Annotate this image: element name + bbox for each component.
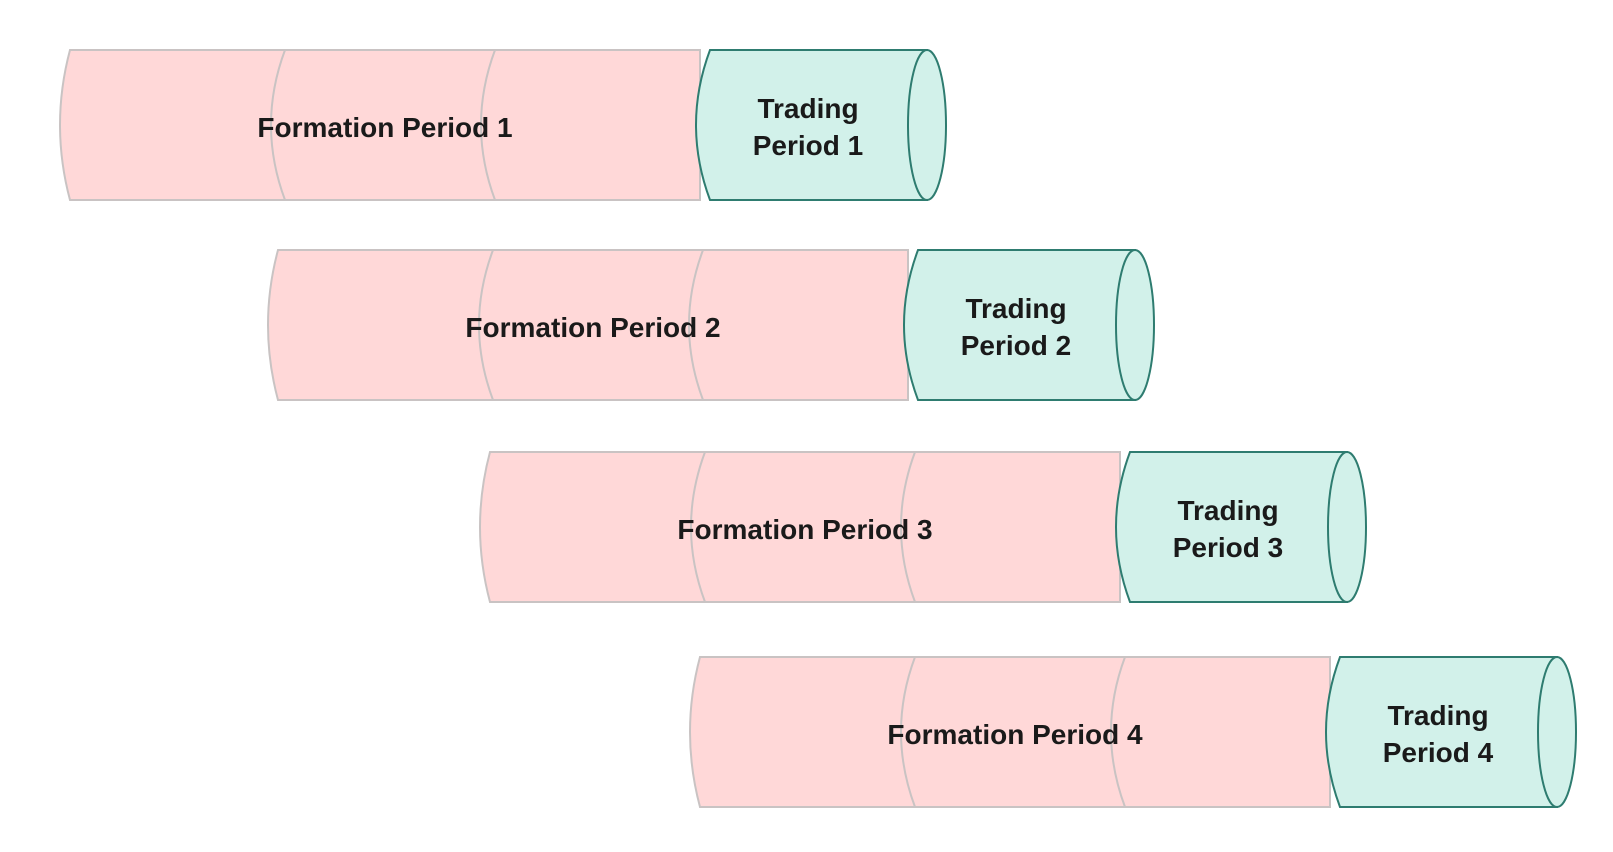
trading-label-4-line1: Trading [1387, 700, 1488, 731]
period-row-4: Formation Period 4 Trading Period 4 [689, 656, 1577, 808]
trading-label-1-line1: Trading [757, 93, 858, 124]
formation-label-1: Formation Period 1 [257, 112, 512, 143]
formation-segment-divider-4a [900, 656, 916, 808]
formation-label-4: Formation Period 4 [887, 719, 1143, 750]
trading-label-1-line2: Period 1 [753, 130, 863, 161]
formation-segment-divider-1b [480, 49, 496, 201]
trading-label-4-line2: Period 4 [1383, 737, 1494, 768]
trading-label-3-line1: Trading [1177, 495, 1278, 526]
formation-segment-divider-1a [270, 49, 286, 201]
formation-segment-divider-3b [900, 451, 916, 603]
formation-cylinder-3 [479, 451, 1121, 603]
trading-cylinder-1 [695, 49, 928, 201]
trading-label-3-line2: Period 3 [1173, 532, 1283, 563]
trading-cylinder-2 [903, 249, 1136, 401]
formation-cylinder-4 [689, 656, 1331, 808]
formation-segment-divider-2b [688, 249, 704, 401]
trading-cylinder-cap-3 [1327, 451, 1367, 603]
trading-cylinder-4 [1325, 656, 1558, 808]
trading-cylinder-3 [1115, 451, 1348, 603]
formation-cylinder-2 [267, 249, 909, 401]
trading-cylinder-cap-2 [1115, 249, 1155, 401]
formation-segment-divider-2a [478, 249, 494, 401]
period-row-3: Formation Period 3 Trading Period 3 [479, 451, 1367, 603]
trading-cylinder-cap-4 [1537, 656, 1577, 808]
period-row-1: Formation Period 1 Trading Period 1 [59, 49, 947, 201]
trading-label-2-line1: Trading [965, 293, 1066, 324]
formation-segment-divider-4b [1110, 656, 1126, 808]
trading-cylinder-cap-1 [907, 49, 947, 201]
formation-label-2: Formation Period 2 [465, 312, 720, 343]
formation-label-3: Formation Period 3 [677, 514, 932, 545]
formation-cylinder-1 [59, 49, 701, 201]
formation-segment-divider-3a [690, 451, 706, 603]
period-row-2: Formation Period 2 Trading Period 2 [267, 249, 1155, 401]
trading-label-2-line2: Period 2 [961, 330, 1071, 361]
